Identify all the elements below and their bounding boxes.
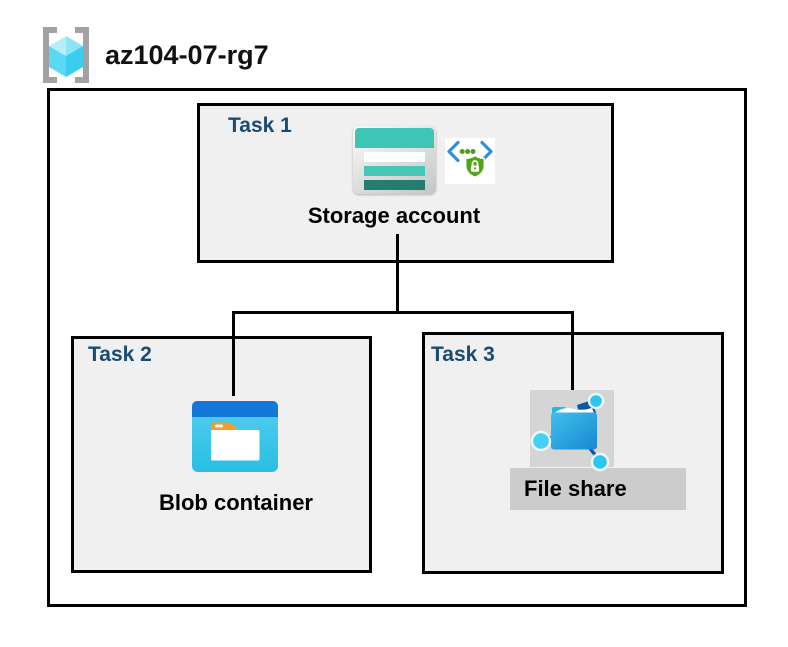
storage-account-label: Storage account — [307, 203, 481, 228]
task2-box: Task 2 Blob container — [71, 336, 372, 573]
connector-to-file-share — [571, 311, 574, 390]
blob-container-label: Blob container — [158, 490, 313, 515]
connector-horizontal — [232, 311, 574, 314]
task1-label: Task 1 — [228, 114, 292, 137]
file-share-icon — [530, 392, 610, 472]
task1-box: Task 1 Storage account — [197, 103, 614, 263]
file-share-label: File share — [524, 476, 627, 501]
secure-access-shield-icon — [445, 138, 495, 184]
storage-account-icon — [353, 126, 436, 194]
resource-group-icon — [43, 27, 89, 83]
task2-label: Task 2 — [88, 343, 152, 366]
file-share-icon-background — [530, 390, 614, 472]
blob-container-icon — [192, 401, 278, 472]
connector-storage-stem — [396, 234, 399, 313]
resource-group-name: az104-07-rg7 — [105, 40, 269, 70]
task3-label: Task 3 — [431, 343, 495, 366]
file-share-label-band: File share — [510, 468, 686, 510]
resource-group-header: az104-07-rg7 — [0, 0, 788, 88]
connector-to-blob-container — [232, 311, 235, 396]
